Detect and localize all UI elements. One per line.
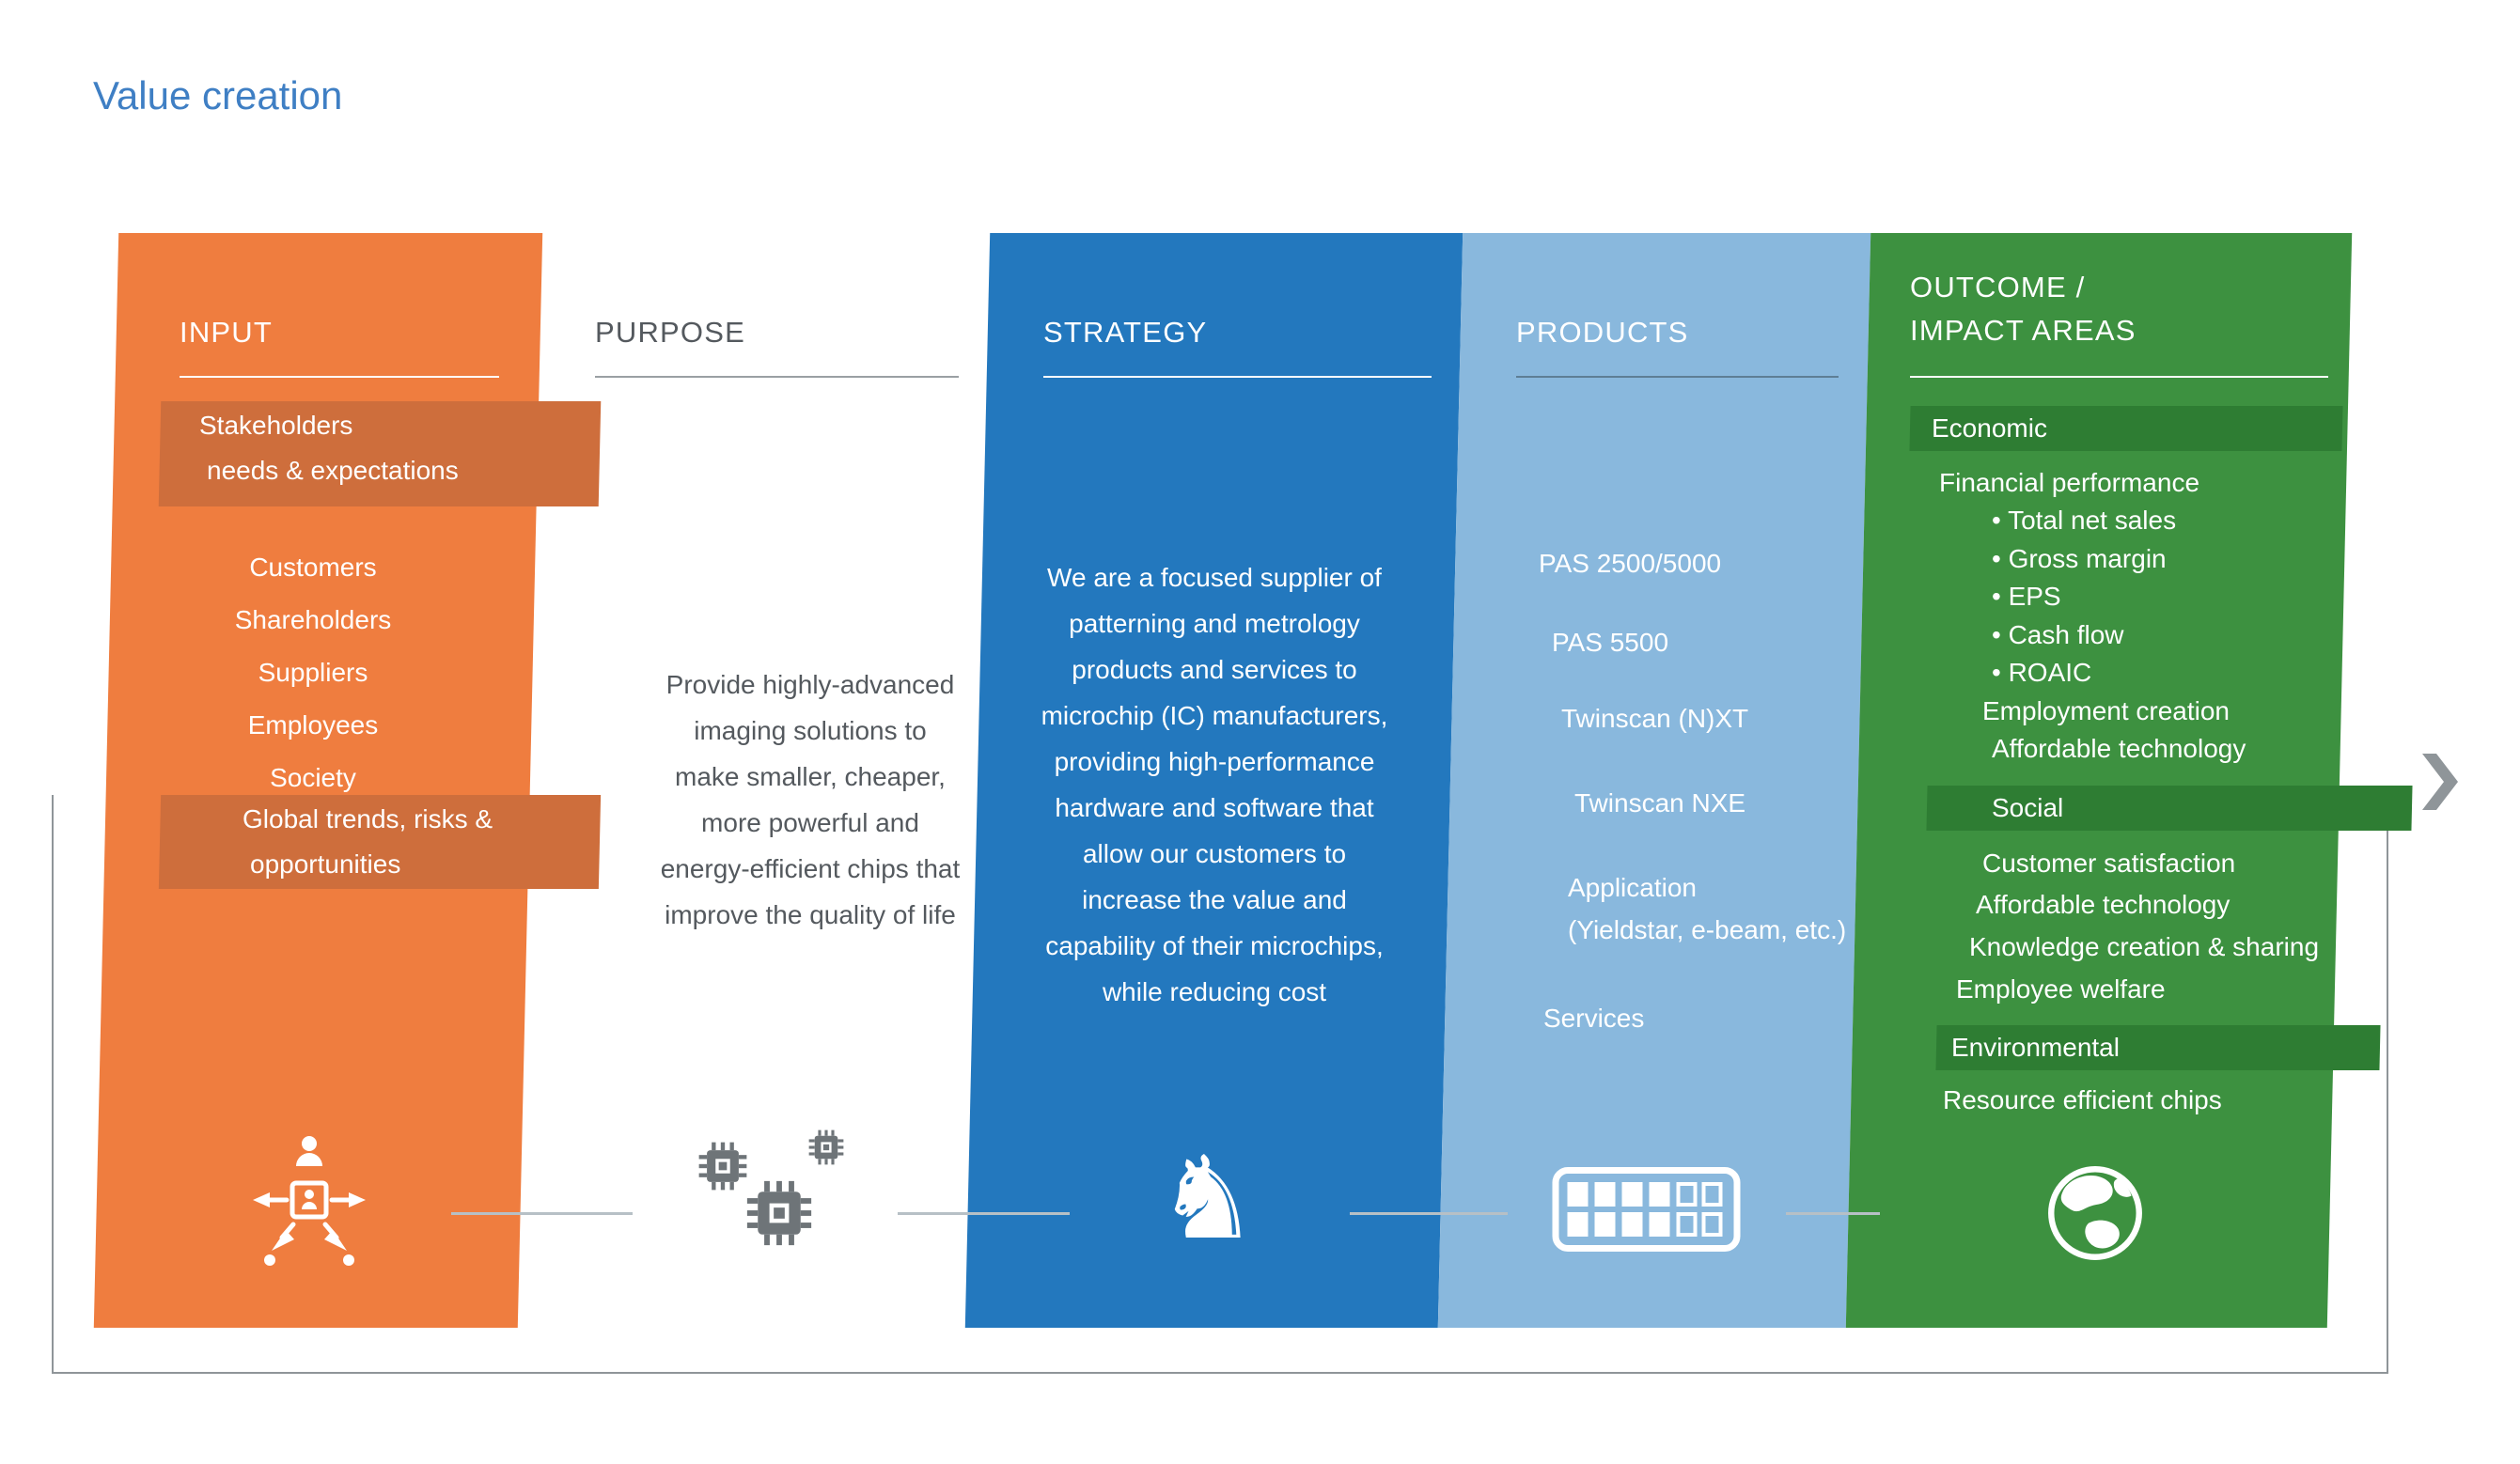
- input-items-list: Customers Shareholders Suppliers Employe…: [116, 541, 510, 804]
- products-item: Twinscan NXE: [1574, 788, 1746, 818]
- purpose-header: PURPOSE: [595, 316, 745, 349]
- outcome-item: • Gross margin: [1992, 544, 2167, 573]
- global-trends-band-line2: opportunities: [250, 849, 401, 879]
- strategy-header: STRATEGY: [1043, 316, 1208, 349]
- products-item: (Yieldstar, e-beam, etc.): [1568, 915, 1847, 944]
- connector-line: [1786, 1212, 1880, 1215]
- input-item: Suppliers: [258, 658, 368, 687]
- purpose-text: Provide highly-advanced imaging solution…: [660, 670, 961, 929]
- products-header-rule: [1516, 376, 1839, 378]
- connector-line: [898, 1212, 1070, 1215]
- outcome-item: • EPS: [1992, 582, 2061, 611]
- outcome-item: Employee welfare: [1956, 974, 2166, 1004]
- wafer-grid-icon: [1552, 1167, 1741, 1252]
- input-item: Employees: [247, 710, 379, 740]
- page-title: Value creation: [93, 73, 343, 117]
- global-trends-band-line1: Global trends, risks &: [243, 804, 493, 833]
- input-item: Customers: [249, 553, 377, 582]
- microchips-icon: [696, 1128, 893, 1259]
- input-item: Shareholders: [234, 605, 392, 634]
- connector-line: [451, 1212, 633, 1215]
- stakeholders-icon: [253, 1136, 366, 1266]
- feedback-arrow-right-icon: [2422, 754, 2458, 810]
- outcome-item: Affordable technology: [1976, 890, 2230, 919]
- chip-large-icon: [746, 1180, 812, 1246]
- economic-band-label: Economic: [1932, 413, 2047, 443]
- connector-line: [1350, 1212, 1508, 1215]
- products-item: Services: [1543, 1004, 1645, 1033]
- chess-knight-icon: ♞: [1156, 1131, 1260, 1265]
- outcome-header-line1: OUTCOME /: [1910, 271, 2086, 304]
- outcome-item: Employment creation: [1982, 696, 2230, 725]
- outcome-item: Resource efficient chips: [1943, 1085, 2222, 1114]
- products-column: [1437, 233, 1871, 1328]
- feedback-frame-bottom: [52, 1372, 2388, 1374]
- social-band-label: Social: [1992, 793, 2064, 822]
- outcome-item: Affordable technology: [1992, 734, 2246, 763]
- stakeholders-band-line2: needs & expectations: [207, 456, 459, 485]
- outcome-item: Financial performance: [1939, 468, 2200, 497]
- outcome-item: • Total net sales: [1992, 506, 2177, 535]
- products-item: Application: [1568, 873, 1697, 902]
- stakeholders-band-line1: Stakeholders: [199, 411, 353, 440]
- outcome-item: Customer satisfaction: [1982, 849, 2236, 878]
- strategy-text: We are a focused supplier of patterning …: [1041, 563, 1388, 1006]
- products-item: PAS 2500/5000: [1539, 549, 1722, 578]
- strategy-header-rule: [1043, 376, 1432, 378]
- feedback-frame-left: [52, 795, 54, 1374]
- outcome-item: Knowledge creation & sharing: [1969, 932, 2320, 961]
- outcome-header-rule: [1910, 376, 2328, 378]
- environmental-band-label: Environmental: [1951, 1033, 2120, 1062]
- input-header: INPUT: [180, 316, 273, 349]
- outcome-item: • ROAIC: [1992, 658, 2092, 687]
- products-item: PAS 5500: [1552, 628, 1669, 657]
- chip-small-icon: [808, 1129, 844, 1165]
- products-item: Twinscan (N)XT: [1561, 704, 1749, 733]
- globe-icon: [2048, 1166, 2142, 1260]
- chip-medium-icon: [698, 1142, 747, 1191]
- feedback-frame-right: [2387, 795, 2388, 1374]
- outcome-header-line2: IMPACT AREAS: [1910, 314, 2137, 347]
- outcome-item: • Cash flow: [1992, 620, 2124, 649]
- input-header-rule: [180, 376, 499, 378]
- purpose-header-rule: [595, 376, 959, 378]
- input-item: Society: [270, 763, 356, 792]
- products-header: PRODUCTS: [1516, 316, 1689, 349]
